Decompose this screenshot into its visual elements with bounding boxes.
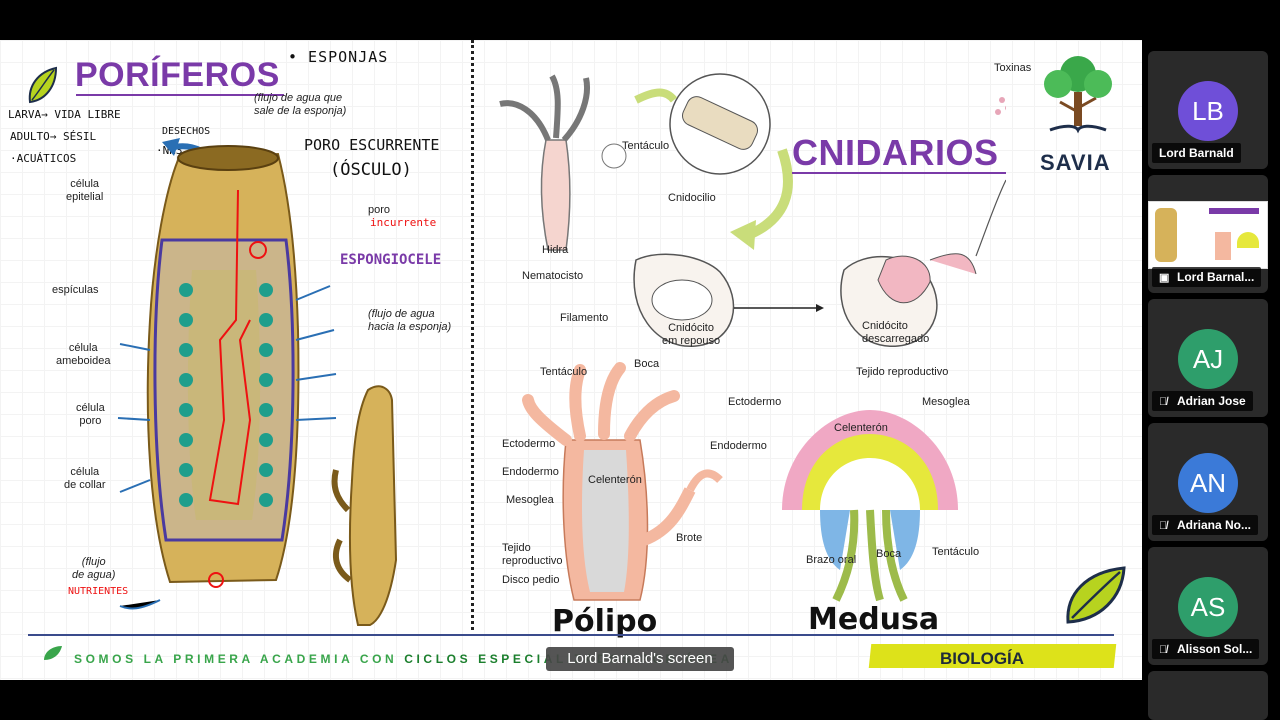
polyp-medusa-diagram — [522, 362, 958, 602]
label-medusa-endodermo: Endodermo — [710, 440, 767, 452]
participant-name: ▣ Lord Barnal... — [1152, 267, 1262, 287]
footer-leaf-icon — [44, 646, 62, 660]
note-acuaticos: ·ACUÁTICOS — [10, 152, 77, 165]
participant-tile-lord-barnald[interactable]: LB Lord Barnald — [1148, 51, 1268, 169]
participant-name-text: Adriana No... — [1177, 518, 1252, 532]
note-incurrente: incurrente — [370, 216, 437, 229]
participant-tile-screen-share[interactable]: ▣ Lord Barnal... — [1148, 175, 1268, 293]
savia-leaf-icon — [28, 66, 58, 104]
participant-name: 🎙̸ Adrian Jose — [1152, 391, 1253, 411]
label-polipo-celenteron: Celenterón — [588, 474, 642, 486]
label-celula-ameboidea: célula ameboidea — [56, 342, 111, 367]
thumb-medusa — [1237, 232, 1259, 248]
label-tentaculo-hidra: Tentáculo — [622, 140, 670, 152]
title-underline — [76, 94, 284, 96]
biologia-label: BIOLOGÍA — [940, 649, 1025, 668]
participant-name-text: Alisson Sol... — [1177, 642, 1253, 656]
screen-thumbnail — [1148, 201, 1268, 269]
label-cnidocilio: Cnidocilio — [668, 192, 716, 204]
participant-name-text: Lord Barnal... — [1177, 270, 1255, 284]
label-polipo-ectodermo: Ectodermo — [502, 438, 556, 450]
label-filamento: Filamento — [560, 312, 609, 324]
participant-name-text: Adrian Jose — [1177, 394, 1246, 408]
sponge-diagram — [117, 138, 398, 626]
note-adulto: ADULTO→ SÉSIL — [10, 130, 97, 143]
cnidarios-title: CNIDARIOS — [792, 132, 999, 173]
label-polipo-disco: Disco pedio — [502, 574, 560, 586]
label-flujo-sale: (flujo de agua que sale de la esponja) — [254, 92, 347, 117]
label-medusa-tentaculo: Tentáculo — [932, 546, 980, 558]
note-desechos: DESECHOS — [162, 126, 211, 137]
label-especulas: espículas — [52, 284, 99, 296]
mic-muted-icon: 🎙̸ — [1159, 644, 1168, 656]
label-medusa-boca: Boca — [876, 548, 902, 560]
label-medusa-brazo-oral: Brazo oral — [806, 554, 857, 566]
label-poro: poro — [368, 204, 391, 216]
note-nutrientes: NUTRIENTES — [68, 586, 129, 597]
note-poro-escurrente: PORO ESCURRENTE — [304, 136, 440, 154]
footer-text-a: SOMOS LA PRIMERA ACADEMIA CON — [74, 652, 405, 666]
note-larva: LARVA→ VIDA LIBRE — [8, 108, 121, 121]
polipo-heading: Pólipo — [552, 604, 658, 639]
label-flujo-hacia: (flujo de agua hacia la esponja) — [368, 308, 452, 333]
label-cnidocito-descarregado: Cnidócito descarregado — [862, 320, 930, 345]
label-medusa-mesoglea: Mesoglea — [922, 396, 970, 408]
savia-tree-logo — [1044, 56, 1112, 134]
avatar: AS — [1178, 577, 1238, 637]
participant-name-text: Lord Barnald — [1159, 146, 1234, 160]
screen-share-icon: ▣ — [1159, 272, 1170, 284]
participant-name: 🎙̸ Alisson Sol... — [1152, 639, 1260, 659]
thumb-sponge — [1155, 208, 1177, 262]
label-medusa-tejido: Tejido reproductivo — [856, 366, 949, 378]
participant-name: Lord Barnald — [1152, 143, 1241, 163]
cnidarios-underline — [792, 172, 1006, 174]
label-hidra: Hidra — [542, 244, 569, 256]
label-celula-epitelial: célula epitelial — [66, 178, 104, 203]
savia-brand: SAVIA — [1040, 150, 1111, 175]
center-divider — [471, 40, 474, 630]
participant-tile-adriana[interactable]: AN 🎙̸ Adriana No... — [1148, 423, 1268, 541]
participant-tile-adrian-jose[interactable]: AJ 🎙̸ Adrian Jose — [1148, 299, 1268, 417]
label-medusa-ectodermo: Ectodermo — [728, 396, 782, 408]
shared-slide: PORÍFEROS • ESPONJAS LARVA→ VIDA LIBRE A… — [0, 40, 1142, 680]
esponjas-note: • ESPONJAS — [288, 48, 389, 66]
cnidocyte-diagram — [499, 73, 1006, 347]
label-celula-collar: célula de collar — [64, 466, 106, 491]
thumb-polyp — [1215, 232, 1231, 260]
poriferos-title: PORÍFEROS — [75, 56, 280, 94]
mic-muted-icon: 🎙̸ — [1159, 396, 1168, 408]
note-osculo: (ÓSCULO) — [330, 160, 412, 180]
label-celula-poro: célula poro — [76, 402, 105, 427]
participant-name: 🎙̸ Adriana No... — [1152, 515, 1259, 535]
savia-leaf-icon-large — [1066, 566, 1126, 624]
participant-tile-partial[interactable] — [1148, 671, 1268, 720]
label-polipo-boca: Boca — [634, 358, 660, 370]
participant-tile-alisson[interactable]: AS 🎙̸ Alisson Sol... — [1148, 547, 1268, 665]
label-toxinas: Toxinas — [994, 62, 1032, 74]
label-polipo-brote: Brote — [676, 532, 703, 544]
footer-divider — [28, 634, 1114, 636]
avatar: LB — [1178, 81, 1238, 141]
thumb-title — [1209, 208, 1259, 214]
label-polipo-endodermo: Endodermo — [502, 466, 559, 478]
label-polipo-tentaculo: Tentáculo — [540, 366, 588, 378]
label-nematocisto: Nematocisto — [522, 270, 584, 282]
avatar: AJ — [1178, 329, 1238, 389]
label-medusa-celenteron: Celenterón — [834, 422, 888, 434]
mic-muted-icon: 🎙̸ — [1159, 520, 1168, 532]
note-espongiocele: ESPONGIOCELE — [340, 252, 442, 268]
avatar: AN — [1178, 453, 1238, 513]
medusa-heading: Medusa — [808, 602, 940, 637]
label-cnidocito-reposo: Cnidócito em repouso — [662, 322, 721, 347]
label-polipo-tejido: Tejido reproductivo — [502, 542, 563, 567]
label-flujo-de-agua: (flujo de agua) — [72, 556, 116, 581]
label-polipo-mesoglea: Mesoglea — [506, 494, 554, 506]
screen-share-label: Lord Barnald's screen — [546, 647, 734, 671]
